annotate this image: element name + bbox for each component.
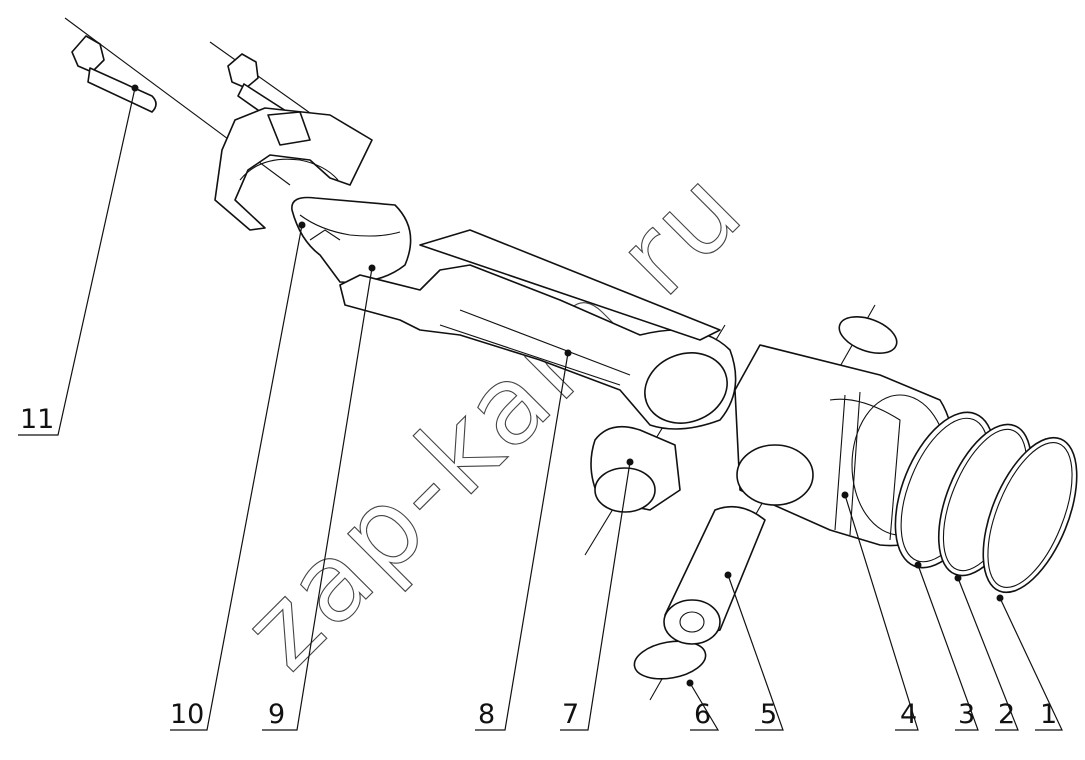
label-1: 1: [1040, 699, 1057, 730]
label-7: 7: [562, 699, 579, 730]
label-4: 4: [900, 699, 917, 730]
part-9-bearing-shells: [291, 196, 412, 284]
part-7-bushing: [590, 425, 681, 513]
part-labels: 11 10 9 8 7 6 5 4 3 2 1: [20, 404, 1057, 730]
label-11: 11: [20, 404, 54, 435]
label-6: 6: [694, 699, 711, 730]
label-8: 8: [478, 699, 495, 730]
label-5: 5: [760, 699, 777, 730]
parts-1-3-piston-rings: [894, 411, 1078, 594]
part-5-piston-pin: [663, 505, 766, 645]
label-10: 10: [170, 699, 204, 730]
label-2: 2: [998, 699, 1015, 730]
part-8-connecting-rod: [339, 229, 737, 430]
part-6-circlips: [633, 315, 898, 680]
label-3: 3: [958, 699, 975, 730]
label-9: 9: [268, 699, 285, 730]
leader-lines: [18, 84, 1063, 731]
part-10-rod-cap: [214, 107, 373, 231]
